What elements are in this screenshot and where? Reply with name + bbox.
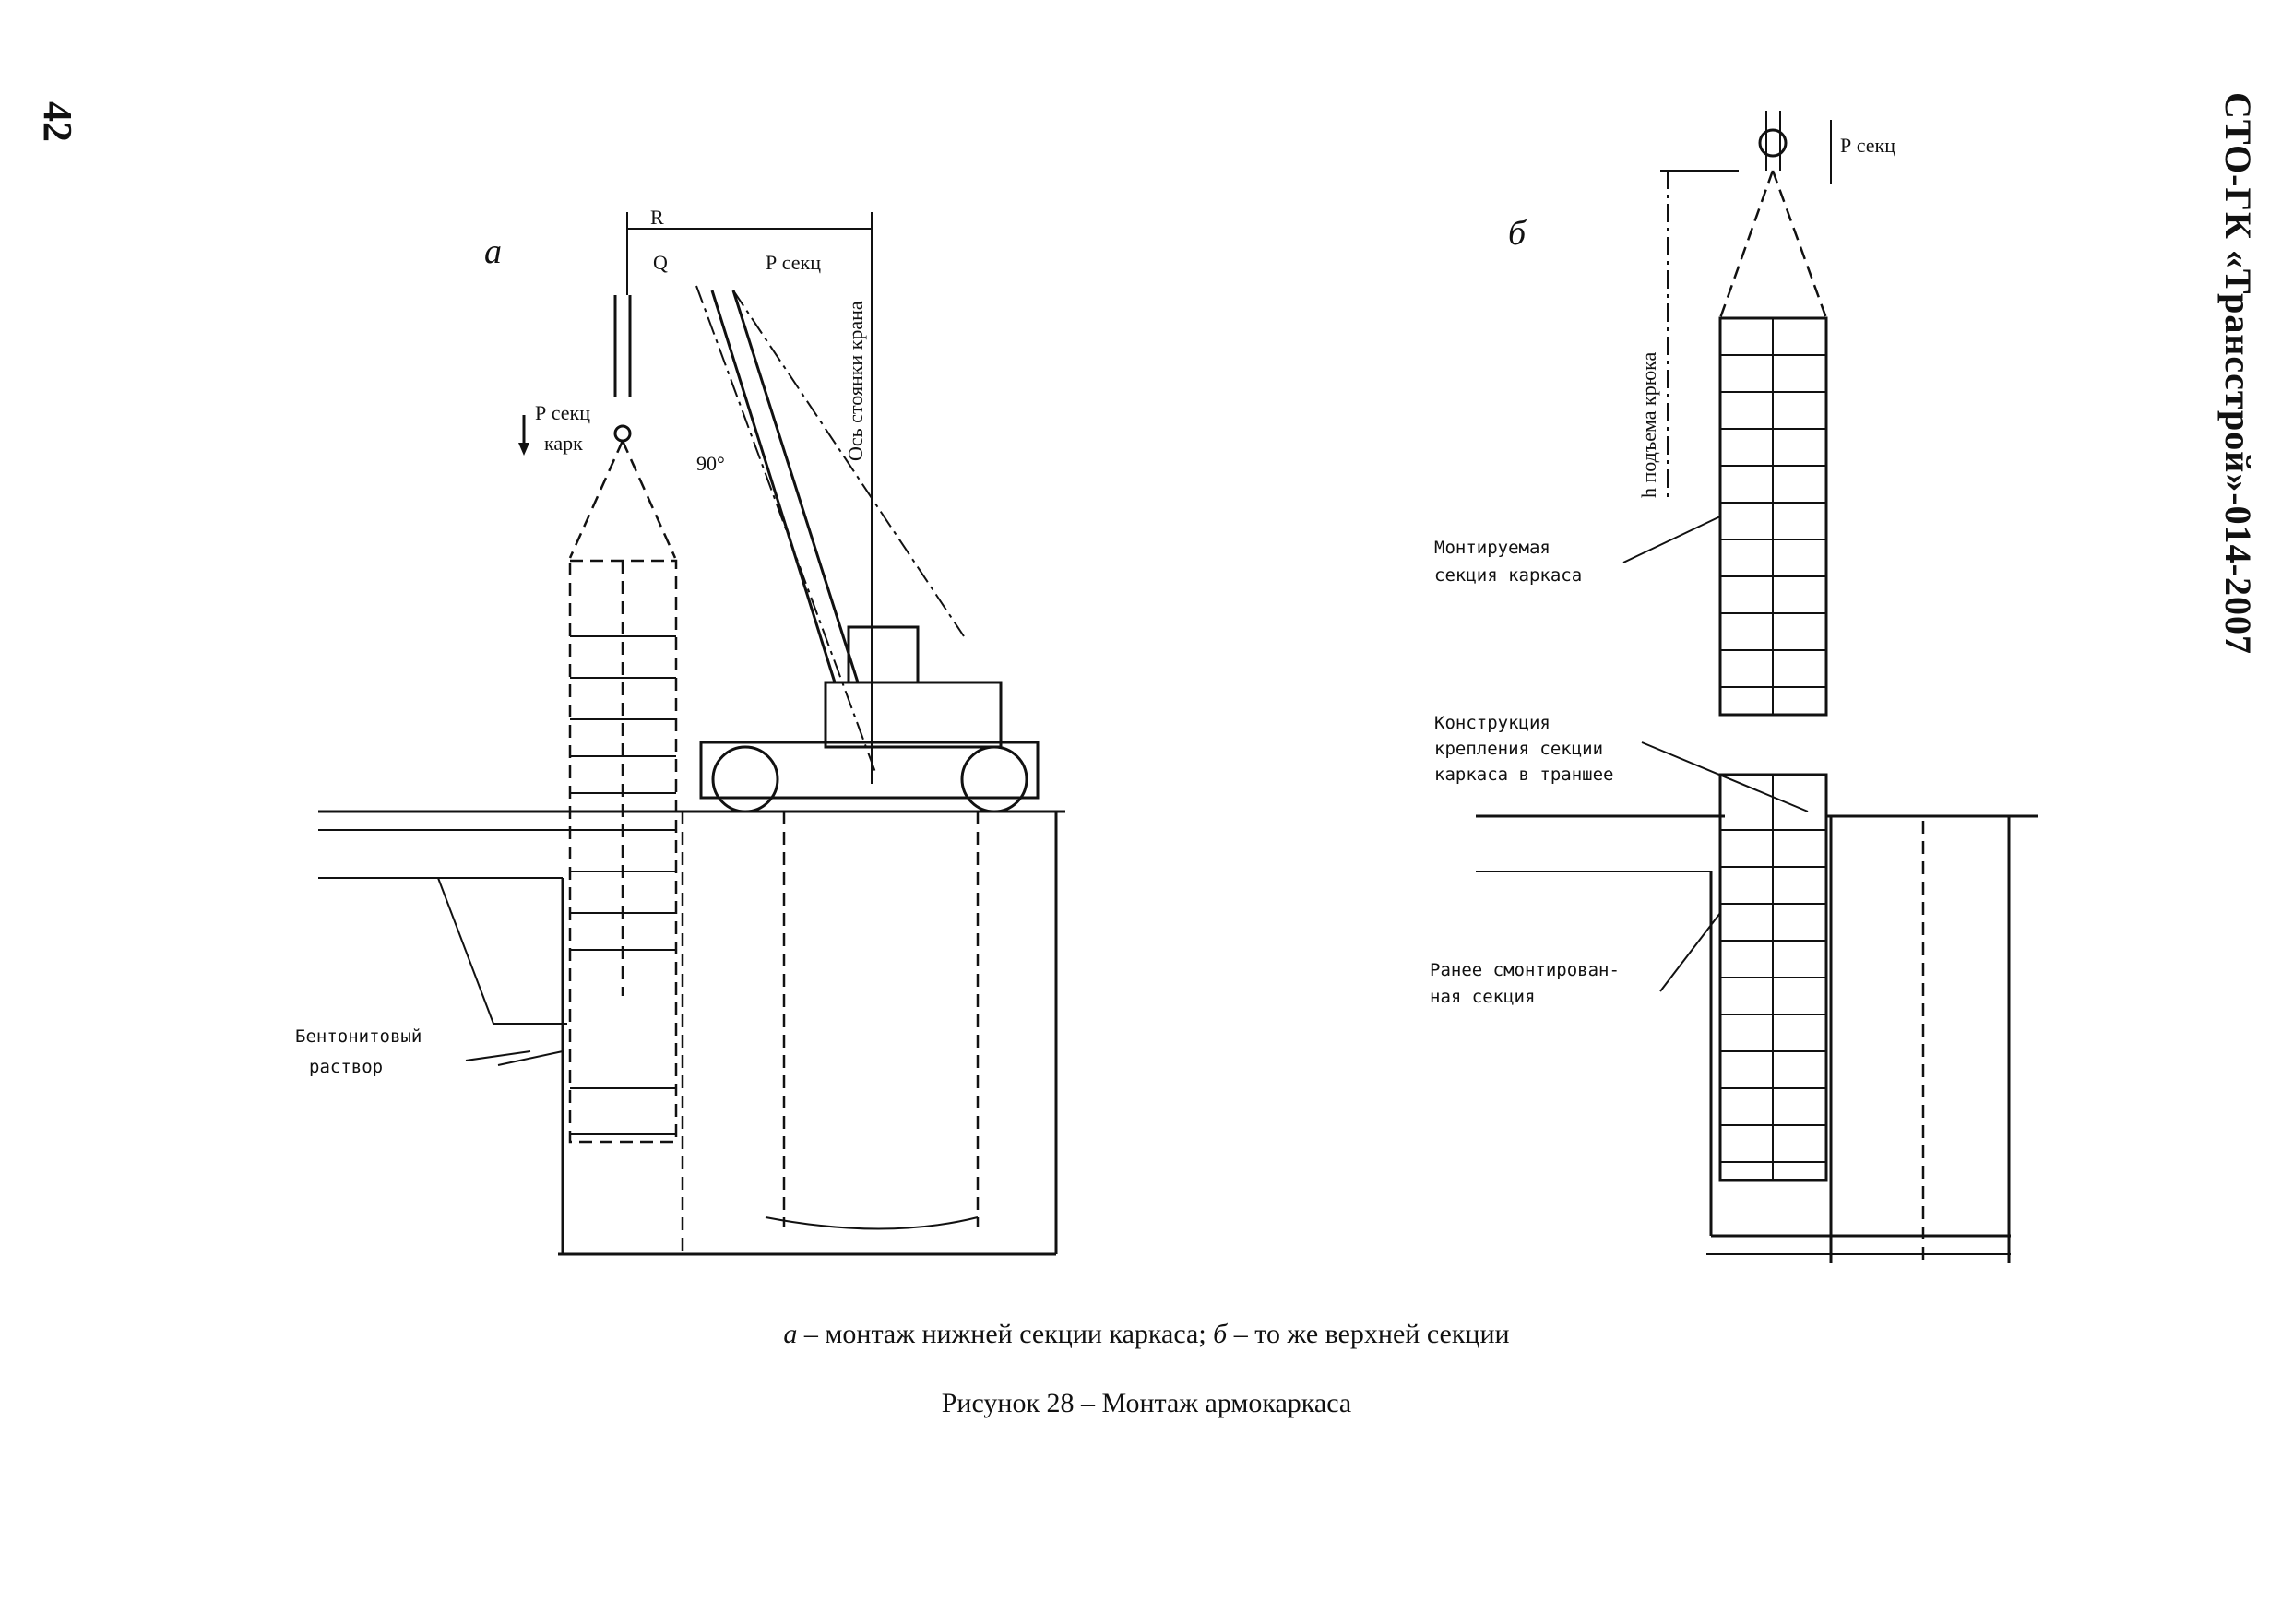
figure-title: Рисунок 28 – Монтаж армокаркаса [941,1388,1352,1418]
figure-subcaption: а – монтаж нижней секции каркаса; б – то… [0,1319,2293,1350]
earlier-label-2: ная секция [1430,987,1535,1007]
hoisting-cable-a: Р секц карк 90° [518,295,725,559]
angle-label: 90° [696,452,725,475]
earlier-label-1: Ранее смонтирован- [1430,960,1620,980]
subcaption-b-text: – то же верхней секции [1233,1319,1510,1349]
subcaption-b-letter: б [1213,1319,1228,1349]
panel-a: а R Q Р секц Ось стоянки крана Р секц ка… [295,206,1065,1256]
bentonite-leader [465,1050,531,1061]
subcaption-a-letter: а [783,1319,798,1349]
hook-height-label: h подъема крюка [1637,352,1660,498]
bentonite-label-2: раствор [309,1057,383,1077]
weight-left-label: Р секц [535,401,590,424]
earlier-leader [1659,912,1721,992]
earlier-section-b [1718,773,1828,1182]
crane-a [695,285,1040,813]
weight-b-label: Р секц [1840,134,1895,157]
panel-b: б Р секц h подъема крюка [1430,111,2038,1263]
load-label: Q [653,251,668,274]
fixing-label-2: крепления секции [1434,739,1603,759]
mounted-section-b [1718,316,1828,717]
mounted-label-1: Монтируемая [1434,538,1550,558]
mounted-leader [1622,516,1721,563]
trench-b [1476,814,2038,1263]
fixing-label-3: каркаса в траншее [1434,765,1613,785]
cage-section-a [568,559,678,1144]
bentonite-label-1: Бентонитовый [295,1026,422,1047]
fixing-label-1: Конструкция [1434,713,1550,733]
fixing-leader [1641,741,1809,812]
panel-b-letter: б [1508,214,1527,253]
weight-left-sub: карк [544,432,583,455]
radius-label: R [650,206,664,229]
crane-axis-label: Ось стоянки крана [844,301,867,461]
subcaption-a-text: – монтаж нижней секции каркаса; [803,1319,1206,1349]
panel-a-letter: а [484,232,502,271]
section-weight-label: Р секц [766,251,821,274]
mounted-label-2: секция каркаса [1434,565,1582,586]
trench-a [318,810,1065,1256]
radius-dimension: R Q Р секц [626,206,873,784]
hook-b: Р секц h подъема крюка [1637,111,1895,498]
